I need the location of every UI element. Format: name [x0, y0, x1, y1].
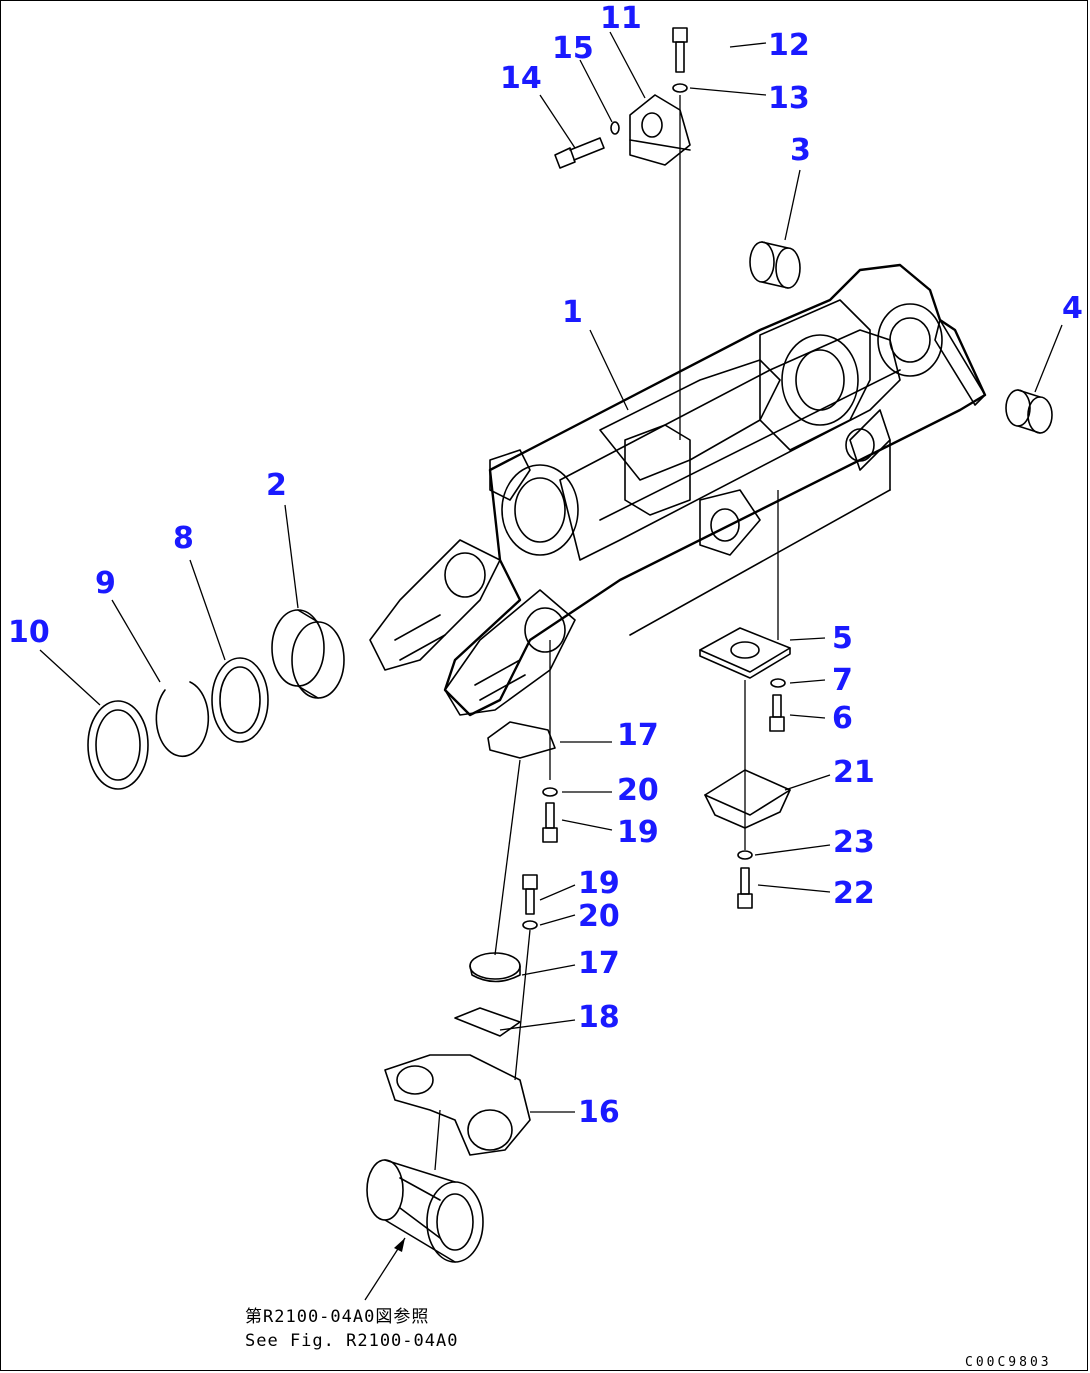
part-2-bushing — [271, 609, 345, 699]
part-17-cover-upper — [487, 721, 556, 759]
track-roller — [366, 1159, 484, 1263]
callout-17-upper: 17 — [617, 718, 659, 753]
callout-7: 7 — [832, 663, 853, 698]
part-11-bracket — [629, 94, 691, 166]
callout-3: 3 — [790, 133, 811, 168]
part-20-washer-lower — [522, 920, 538, 930]
callout-21: 21 — [833, 755, 875, 790]
part-9-snap-ring — [155, 681, 210, 758]
callout-11: 11 — [600, 1, 642, 36]
callout-4: 4 — [1062, 291, 1083, 326]
callout-17-lower: 17 — [578, 946, 620, 981]
callout-15: 15 — [552, 31, 594, 66]
drawing-code: C00C9803 — [965, 1355, 1052, 1370]
part-8-ring — [211, 657, 269, 743]
part-7-washer — [770, 678, 786, 688]
reference-note-en: See Fig. R2100-04A0 — [245, 1331, 458, 1351]
assembly-line-16 — [434, 1109, 441, 1171]
callout-13: 13 — [768, 81, 810, 116]
part-10-ring — [87, 700, 149, 790]
part-16-roller-bracket — [384, 1054, 531, 1156]
callout-20-upper: 20 — [617, 773, 659, 808]
part-3-bushing — [749, 241, 801, 289]
callout-12: 12 — [768, 28, 810, 63]
part-19-bolt-upper — [542, 802, 558, 843]
assembly-line-17b — [494, 759, 521, 956]
part-14-bolt — [554, 137, 605, 169]
callout-14: 14 — [500, 61, 542, 96]
part-21-cover — [704, 769, 791, 829]
callout-6: 6 — [832, 701, 853, 736]
callout-20-lower: 20 — [578, 899, 620, 934]
part-17-cover-lower — [469, 952, 521, 983]
callout-18: 18 — [578, 1000, 620, 1035]
leader-lines — [39, 31, 1063, 1113]
callout-8: 8 — [173, 521, 194, 556]
part-18-shim — [454, 1007, 521, 1037]
reference-note-jp: 第R2100-04A0図参照 — [245, 1307, 429, 1327]
callout-16: 16 — [578, 1095, 620, 1130]
part-12-bolt — [672, 27, 688, 73]
callout-19-lower: 19 — [578, 866, 620, 901]
callout-23: 23 — [833, 825, 875, 860]
part-1-frame — [369, 263, 987, 717]
callout-19-upper: 19 — [617, 815, 659, 850]
reference-arrow — [364, 1237, 406, 1301]
part-20-washer-upper — [542, 787, 558, 797]
callout-5: 5 — [832, 621, 853, 656]
part-6-bolt — [769, 694, 785, 732]
part-13-washer — [672, 83, 688, 93]
callout-numbers: 11 12 13 15 14 3 1 4 2 8 9 10 5 7 6 17 2… — [8, 1, 1083, 1130]
part-23-washer — [737, 850, 753, 860]
part-15-washer — [610, 121, 620, 135]
callout-9: 9 — [95, 566, 116, 601]
callout-1: 1 — [562, 295, 583, 330]
part-22-bolt — [737, 867, 753, 909]
part-19-bolt-lower — [522, 874, 538, 915]
assembly-line-18 — [514, 929, 531, 1081]
part-4-bushing — [1005, 389, 1053, 434]
part-5-plate — [699, 627, 791, 679]
callout-2: 2 — [266, 468, 287, 503]
callout-22: 22 — [833, 876, 875, 911]
callout-10: 10 — [8, 615, 50, 650]
